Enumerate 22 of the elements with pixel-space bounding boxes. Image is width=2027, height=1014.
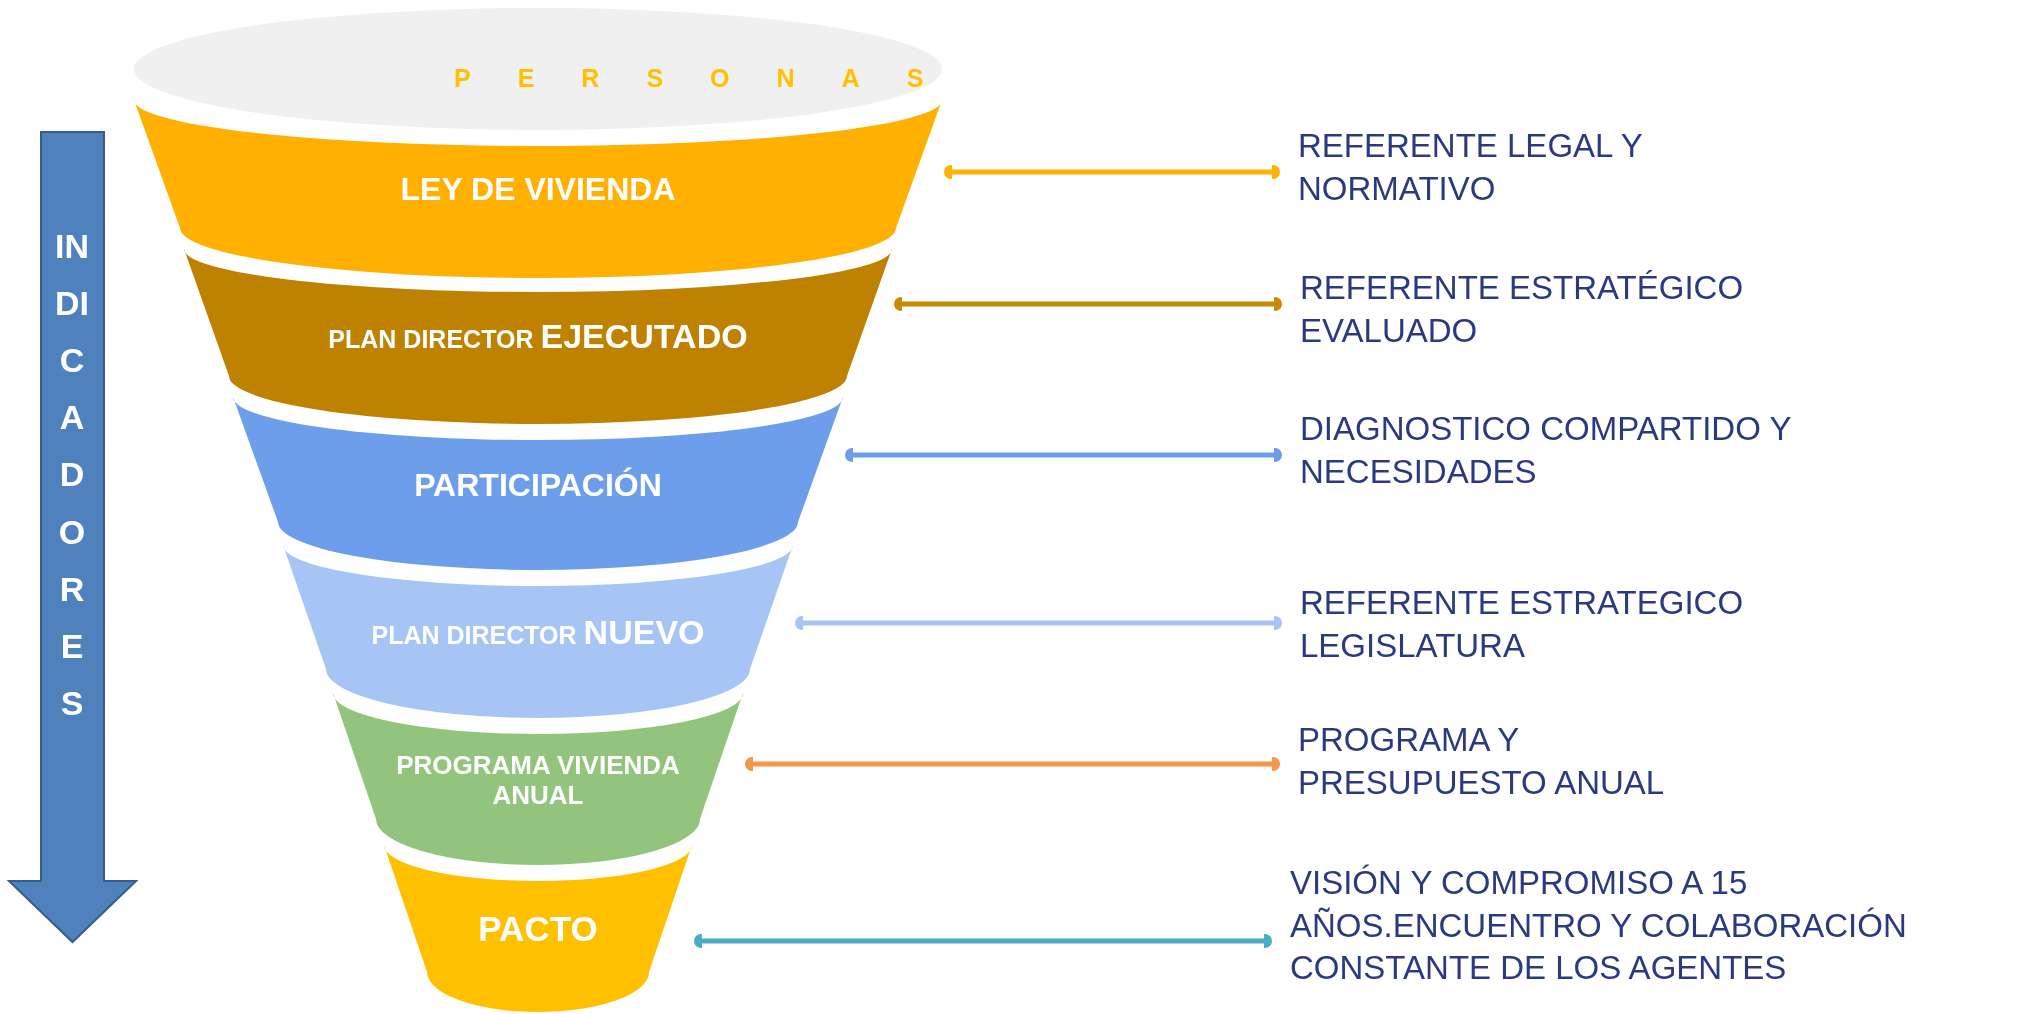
band-label: EJECUTADO: [540, 317, 748, 356]
description-text: PROGRAMA Y PRESUPUESTO ANUAL: [1298, 719, 1768, 805]
band-label: PLAN DIRECTOR: [328, 325, 534, 354]
description-text: REFERENTE ESTRATÉGICO EVALUADO: [1300, 267, 1860, 353]
band-label: PARTICIPACIÓN: [414, 466, 662, 503]
band-label: NUEVO: [583, 613, 705, 652]
connector-line: [894, 297, 1282, 311]
description-text: REFERENTE LEGAL Y NORMATIVO: [1298, 125, 1758, 211]
connector-line: [944, 165, 1280, 179]
description-text: DIAGNOSTICO COMPARTIDO Y NECESIDADES: [1300, 408, 1940, 494]
band-label: LEY DE VIVIENDA: [400, 170, 676, 207]
band-label: PROGRAMA VIVIENDA ANUAL: [396, 750, 680, 810]
funnel-top-label: PERSONAS: [454, 64, 971, 93]
band-label: PLAN DIRECTOR: [371, 621, 577, 650]
connector-line: [845, 448, 1282, 462]
connector-line: [795, 616, 1282, 630]
connector-line: [745, 757, 1280, 771]
description-text: VISIÓN Y COMPROMISO A 15 AÑOS.ENCUENTRO Y COLABORACIÓN CONSTANTE DE LOS AGENTES: [1290, 861, 2022, 991]
vertical-label: INDICADORES: [55, 226, 89, 724]
description-text: REFERENTE ESTRATEGICO LEGISLATURA: [1300, 582, 1860, 668]
band-label: PACTO: [478, 908, 598, 948]
connector-line: [694, 934, 1272, 948]
